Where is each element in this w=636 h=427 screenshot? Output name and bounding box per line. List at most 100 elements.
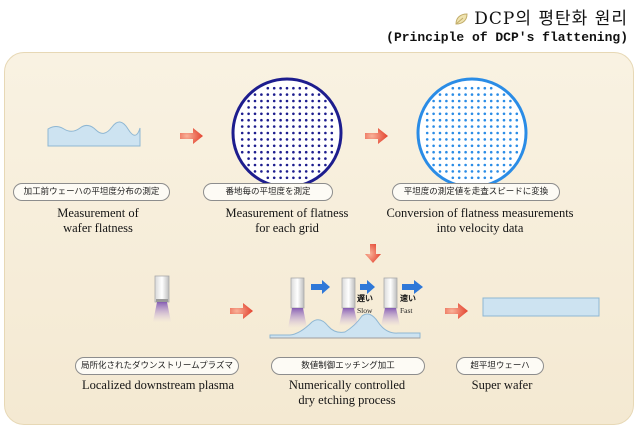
grid-point [247, 144, 250, 148]
grid-point [477, 112, 480, 116]
step-3-caption-line-2: into velocity data [436, 221, 524, 235]
grid-point [260, 170, 263, 173]
grid-point [457, 176, 461, 180]
grid-point [464, 125, 467, 128]
grid-point [298, 93, 302, 96]
grid-point [253, 112, 257, 116]
grid-point [260, 118, 263, 122]
grid-point [266, 138, 270, 141]
grid-point [311, 170, 314, 173]
grid-point [298, 138, 302, 141]
grid-point [477, 125, 480, 128]
grid-point [253, 138, 257, 141]
grid-point [272, 131, 276, 135]
grid-point [470, 163, 474, 167]
grid-point [311, 131, 314, 135]
grid-point [496, 144, 499, 148]
grid-point [317, 163, 321, 167]
grid-point [438, 150, 442, 154]
grid-point [515, 131, 519, 135]
grid-point [483, 170, 487, 173]
grid-point [483, 86, 487, 90]
grid-point [451, 144, 455, 148]
grid-point [285, 86, 289, 90]
grid-point [489, 176, 493, 180]
grid-point [464, 86, 467, 90]
grid-point [298, 176, 302, 180]
grid-point [240, 125, 244, 128]
grid-point [279, 170, 282, 173]
grid-point [502, 163, 506, 167]
grid-point [489, 144, 493, 148]
grid-point [330, 144, 334, 148]
grid-point [445, 157, 448, 160]
title-block: DCP의 평탄화 원리 (Principle of DCP's flatteni… [386, 4, 628, 45]
step-2-caption-line-1: Measurement of flatness [225, 206, 349, 220]
grid-point [470, 99, 474, 103]
grid-point [483, 150, 487, 154]
grid-point [451, 176, 455, 180]
grid-point [266, 118, 270, 122]
grid-point [285, 99, 289, 103]
grid-point [298, 170, 302, 173]
grid-point [470, 93, 474, 96]
grid-point [477, 118, 480, 122]
grid-point [515, 150, 519, 154]
grid-point [464, 170, 467, 173]
grid-point [438, 99, 442, 103]
grid-point [292, 125, 295, 128]
grid-point [260, 112, 263, 116]
grid-point [451, 125, 455, 128]
grid-point [285, 176, 289, 180]
grid-point [272, 170, 276, 173]
fast-en-label: Fast [400, 306, 413, 315]
page-title: DCP의 평탄화 원리 [386, 4, 628, 29]
grid-point [279, 176, 282, 180]
grid-point [292, 93, 295, 96]
grid-point [317, 106, 321, 109]
grid-point [445, 93, 448, 96]
grid-point [317, 170, 321, 173]
grid-point [247, 131, 250, 135]
grid-point [266, 125, 270, 128]
grid-point [266, 150, 270, 154]
grid-point [489, 106, 493, 109]
grid-point [432, 125, 435, 128]
grid-point [457, 138, 461, 141]
grid-point [509, 118, 512, 122]
grid-point [292, 150, 295, 154]
grid-point [260, 99, 263, 103]
grid-point [502, 157, 506, 160]
grid-point [438, 93, 442, 96]
grid-point [279, 118, 282, 122]
grid-point [266, 106, 270, 109]
grid-point [489, 138, 493, 141]
grid-point [464, 106, 467, 109]
grid-point [483, 131, 487, 135]
grid-point [509, 144, 512, 148]
grid-point [317, 93, 321, 96]
grid-point [438, 118, 442, 122]
grid-point [285, 157, 289, 160]
grid-point [260, 150, 263, 154]
grid-point [247, 150, 250, 154]
grid-point [438, 131, 442, 135]
grid-point [489, 118, 493, 122]
title-main-text: DCP의 평탄화 원리 [474, 9, 628, 29]
grid-point [324, 138, 327, 141]
grid-point [279, 99, 282, 103]
grid-point [292, 170, 295, 173]
grid-point [266, 112, 270, 116]
grid-point [451, 112, 455, 116]
grid-point [324, 150, 327, 154]
arrow-right-3 [230, 303, 253, 319]
grid-point [451, 138, 455, 141]
grid-point [304, 170, 308, 173]
grid-point [483, 157, 487, 160]
grid-point [253, 93, 257, 96]
grid-point [253, 106, 257, 109]
step-2-caption-line-2: for each grid [255, 221, 319, 235]
grid-point [451, 150, 455, 154]
grid-point [457, 157, 461, 160]
grid-point [260, 93, 263, 96]
